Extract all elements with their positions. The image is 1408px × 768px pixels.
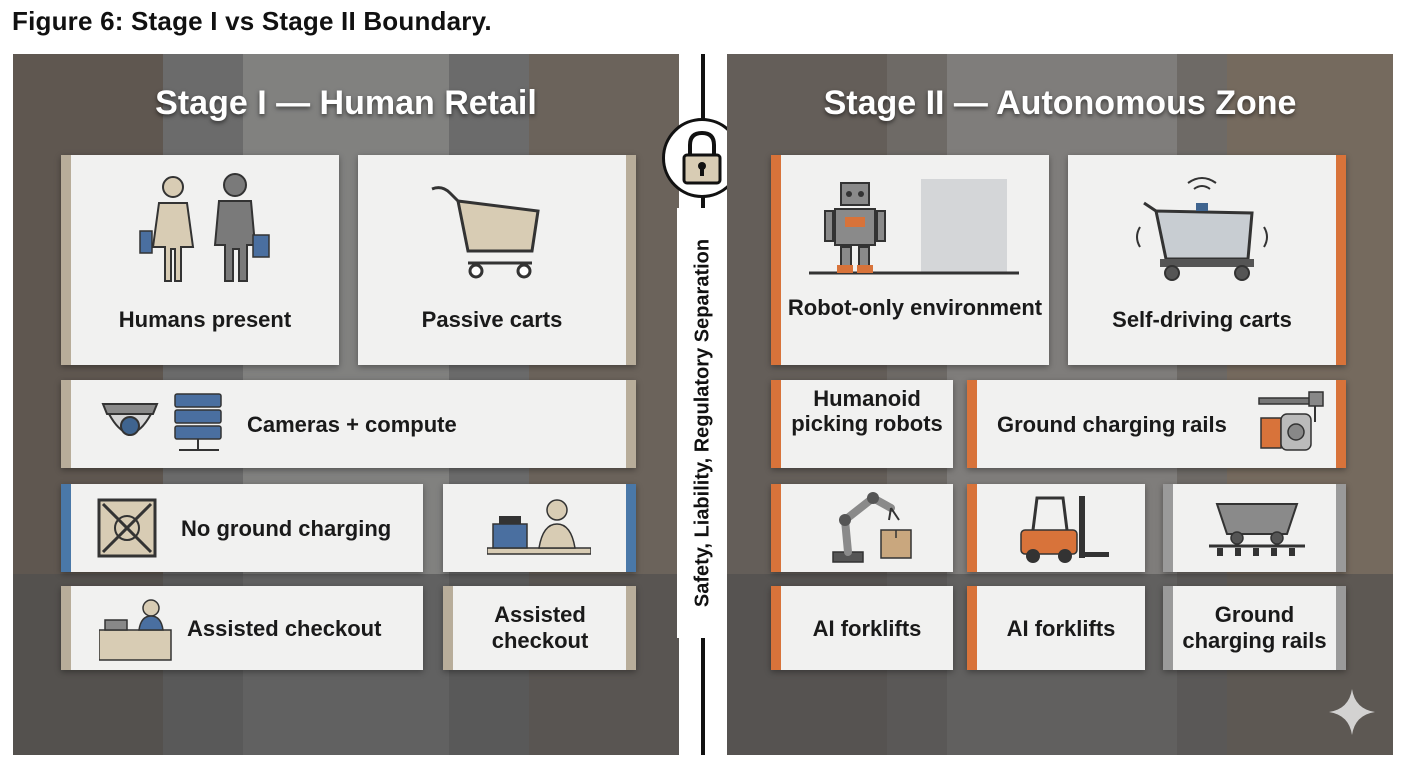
assisted-checkout-label: Assisted checkout bbox=[187, 616, 382, 641]
robot-only-environment-label: Robot-only environment bbox=[787, 295, 1043, 320]
robotic-arm-icon bbox=[832, 492, 912, 563]
shoppers-icon bbox=[139, 173, 270, 282]
ground-charging-rails-label: Ground charging rails bbox=[997, 412, 1227, 437]
stage-1-heading: Stage I — Human Retail bbox=[155, 84, 537, 122]
humanoid-picking-robots-card: Humanoid picking robots bbox=[771, 380, 953, 468]
humans-present-label: Humans present bbox=[118, 307, 292, 332]
assisted-checkout-card: Assisted checkout bbox=[61, 586, 423, 670]
self-driving-carts-card: Self-driving carts bbox=[1068, 155, 1346, 365]
stage-1-panel: Stage I — Human Retail Humans present Pa… bbox=[13, 54, 679, 755]
robotic-arm-card bbox=[771, 484, 953, 572]
forklift-icon bbox=[1020, 496, 1109, 563]
ai-forklifts-card: AI forklifts bbox=[771, 586, 953, 670]
cameras-compute-label: Cameras + compute bbox=[247, 412, 457, 437]
robot-only-environment-card: Robot-only environment bbox=[771, 155, 1049, 365]
boundary-label-box bbox=[677, 208, 727, 638]
passive-carts-card: Passive carts bbox=[358, 155, 636, 365]
checkout-counter-icon bbox=[99, 599, 172, 661]
no-ground-charging-card: No ground charging bbox=[61, 484, 423, 572]
no-ground-charging-label: No ground charging bbox=[181, 516, 392, 541]
autonomous-cart-icon bbox=[1136, 177, 1268, 281]
ground-charging-rails-card-2: Ground charging rails bbox=[1163, 586, 1346, 670]
ground-charging-rails-label-2: Ground charging rails bbox=[1182, 602, 1327, 653]
cashier-icon bbox=[487, 499, 591, 555]
charger-motor-icon bbox=[1258, 391, 1324, 451]
self-driving-carts-label: Self-driving carts bbox=[1112, 307, 1292, 332]
forklift-card bbox=[967, 484, 1145, 572]
humanoid-picking-robots-label: Humanoid picking robots bbox=[791, 386, 943, 436]
passive-carts-label: Passive carts bbox=[421, 307, 563, 332]
cashier-card bbox=[443, 484, 636, 572]
robot-icon bbox=[809, 179, 1019, 275]
sparkle-icon bbox=[1329, 689, 1375, 735]
assisted-checkout-label-2: Assisted checkout bbox=[491, 602, 589, 653]
assisted-checkout-card-2: Assisted checkout bbox=[443, 586, 636, 670]
ai-forklifts-card-2: AI forklifts bbox=[967, 586, 1145, 670]
no-charging-icon bbox=[97, 498, 157, 558]
ground-charging-rails-card: Ground charging rails bbox=[967, 380, 1346, 468]
cameras-compute-card: Cameras + compute bbox=[61, 380, 636, 468]
rail-cart-icon bbox=[1209, 503, 1305, 556]
shopping-cart-icon bbox=[431, 186, 540, 279]
lock-icon bbox=[682, 130, 722, 185]
stage-2-heading: Stage II — Autonomous Zone bbox=[823, 84, 1297, 122]
figure-title: Figure 6: Stage I vs Stage II Boundary. bbox=[12, 6, 492, 36]
stage-2-panel: Stage II — Autonomous Zone Robot-only en… bbox=[727, 54, 1393, 755]
ai-forklifts-label-2: AI forklifts bbox=[1006, 616, 1116, 641]
camera-server-icon bbox=[101, 393, 222, 451]
humans-present-card: Humans present bbox=[61, 155, 339, 365]
boundary-label: Safety, Liability, Regulatory Separation bbox=[691, 238, 714, 608]
rail-cart-card bbox=[1163, 484, 1346, 572]
ai-forklifts-label: AI forklifts bbox=[812, 616, 922, 641]
